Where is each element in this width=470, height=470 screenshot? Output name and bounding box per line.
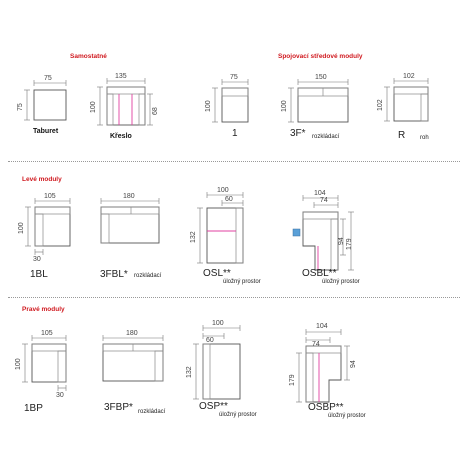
module-r-width: 102: [403, 73, 415, 80]
module-1bl-armrest: 30: [33, 256, 41, 263]
module-1bl-label: 1BL: [30, 269, 48, 280]
module-3fbl-drawing: [100, 198, 160, 244]
module-r-height: 102: [377, 99, 384, 111]
module-osbl-depth: 94: [338, 237, 345, 245]
module-osbp-depth: 94: [350, 360, 357, 368]
module-3fbp-sublabel: rozkládací: [138, 409, 166, 415]
kreslo-seat-height: 68: [152, 107, 159, 115]
module-osbl-drawing: [292, 195, 354, 271]
module-osbp-drawing: [296, 329, 350, 403]
module-1bl-drawing: [25, 198, 71, 255]
module-osl-label: OSL**: [203, 268, 231, 279]
section-prave: Pravé moduly: [22, 306, 65, 313]
kreslo-width: 135: [115, 73, 127, 80]
module-osp-drawing: [193, 325, 241, 400]
module-osbl-label: OSBL**: [302, 268, 337, 279]
module-1bl-height: 100: [18, 222, 25, 234]
module-3f-drawing: [288, 79, 349, 123]
module-1-label: 1: [232, 128, 238, 139]
module-3f-width: 150: [315, 74, 327, 81]
module-r-sublabel: roh: [420, 135, 429, 141]
module-osl-inner-width: 60: [225, 196, 233, 203]
module-3f-height: 100: [281, 100, 288, 112]
module-1bp-armrest: 30: [56, 392, 64, 399]
module-osp-width: 100: [212, 320, 224, 327]
module-3fbl-width: 180: [123, 193, 135, 200]
taburet-width: 75: [44, 75, 52, 82]
section-spojovaci: Spojovací středové moduly: [278, 53, 363, 60]
module-osbl-inner-width: 74: [320, 197, 328, 204]
module-1-width: 75: [230, 74, 238, 81]
taburet-label: Taburet: [33, 128, 59, 135]
taburet-height: 75: [17, 103, 24, 111]
module-3f-label: 3F*: [290, 128, 306, 139]
separator-1: [8, 161, 460, 162]
module-3fbp-label: 3FBP*: [104, 402, 133, 413]
module-osbp-sublabel: úložný prostor: [328, 413, 366, 419]
module-1bp-label: 1BP: [24, 403, 43, 414]
module-1bl-width: 105: [44, 193, 56, 200]
module-r-label: R: [398, 130, 406, 141]
module-osp-inner-width: 60: [206, 337, 214, 344]
kreslo-drawing: [97, 78, 153, 126]
module-1-drawing: [212, 79, 249, 123]
module-1bp-drawing: [22, 335, 67, 391]
module-osl-drawing: [197, 192, 244, 264]
module-r-drawing: [384, 78, 429, 122]
module-3fbl-label: 3FBL*: [100, 269, 128, 280]
module-3fbp-drawing: [102, 335, 164, 382]
module-osbl-length: 179: [346, 238, 353, 250]
kreslo-height: 100: [90, 101, 97, 113]
taburet-drawing: [24, 80, 67, 121]
section-leve: Levé moduly: [22, 176, 62, 183]
module-osl-width: 100: [217, 187, 229, 194]
module-osbl-width: 104: [314, 190, 326, 197]
module-3fbp-width: 180: [126, 330, 138, 337]
module-osbl-sublabel: úložný prostor: [322, 279, 360, 285]
module-osp-label: OSP**: [199, 401, 228, 412]
module-osl-height: 132: [190, 231, 197, 243]
module-osp-sublabel: úložný prostor: [219, 412, 257, 418]
module-osbp-inner-width: 74: [312, 341, 320, 348]
module-3f-sublabel: rozkládací: [312, 134, 340, 140]
module-1bp-height: 100: [15, 358, 22, 370]
module-osbp-label: OSBP**: [308, 402, 344, 413]
module-1-height: 100: [205, 100, 212, 112]
section-samostatne: Samostatné: [70, 53, 107, 60]
module-3fbl-sublabel: rozkládací: [134, 273, 162, 279]
module-osl-sublabel: úložný prostor: [223, 279, 261, 285]
module-osbp-width: 104: [316, 323, 328, 330]
module-osp-height: 132: [186, 366, 193, 378]
module-osbp-length: 179: [289, 374, 296, 386]
kreslo-label: Křeslo: [110, 133, 132, 140]
module-1bp-width: 105: [41, 330, 53, 337]
separator-2: [8, 297, 460, 298]
